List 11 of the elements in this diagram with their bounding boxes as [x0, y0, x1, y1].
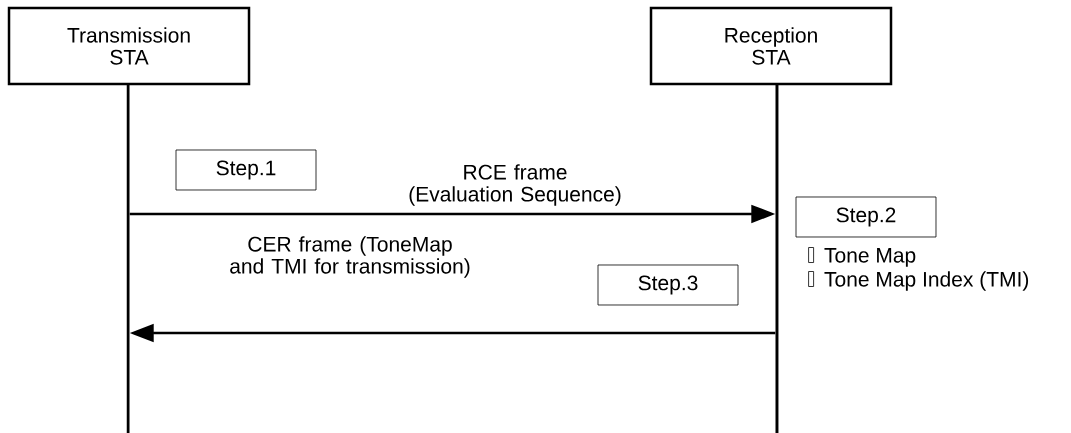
step-box: Step.1	[175, 149, 317, 191]
participant-box: Reception STA	[649, 6, 893, 86]
step-box: Step.3	[597, 264, 739, 306]
lifeline	[126, 85, 130, 433]
participant-box: Transmission STA	[7, 6, 251, 86]
lifeline	[775, 85, 779, 433]
edge-label: RCE frame (Evaluation Sequence)	[409, 164, 621, 206]
bullet-item: Tone Map	[808, 247, 916, 267]
edge-label: CER frame (ToneMap and TMI for transmission)	[230, 236, 470, 278]
bullet-item: Tone Map Index (TMI)	[808, 271, 1029, 291]
step-box: Step.2	[795, 196, 937, 238]
